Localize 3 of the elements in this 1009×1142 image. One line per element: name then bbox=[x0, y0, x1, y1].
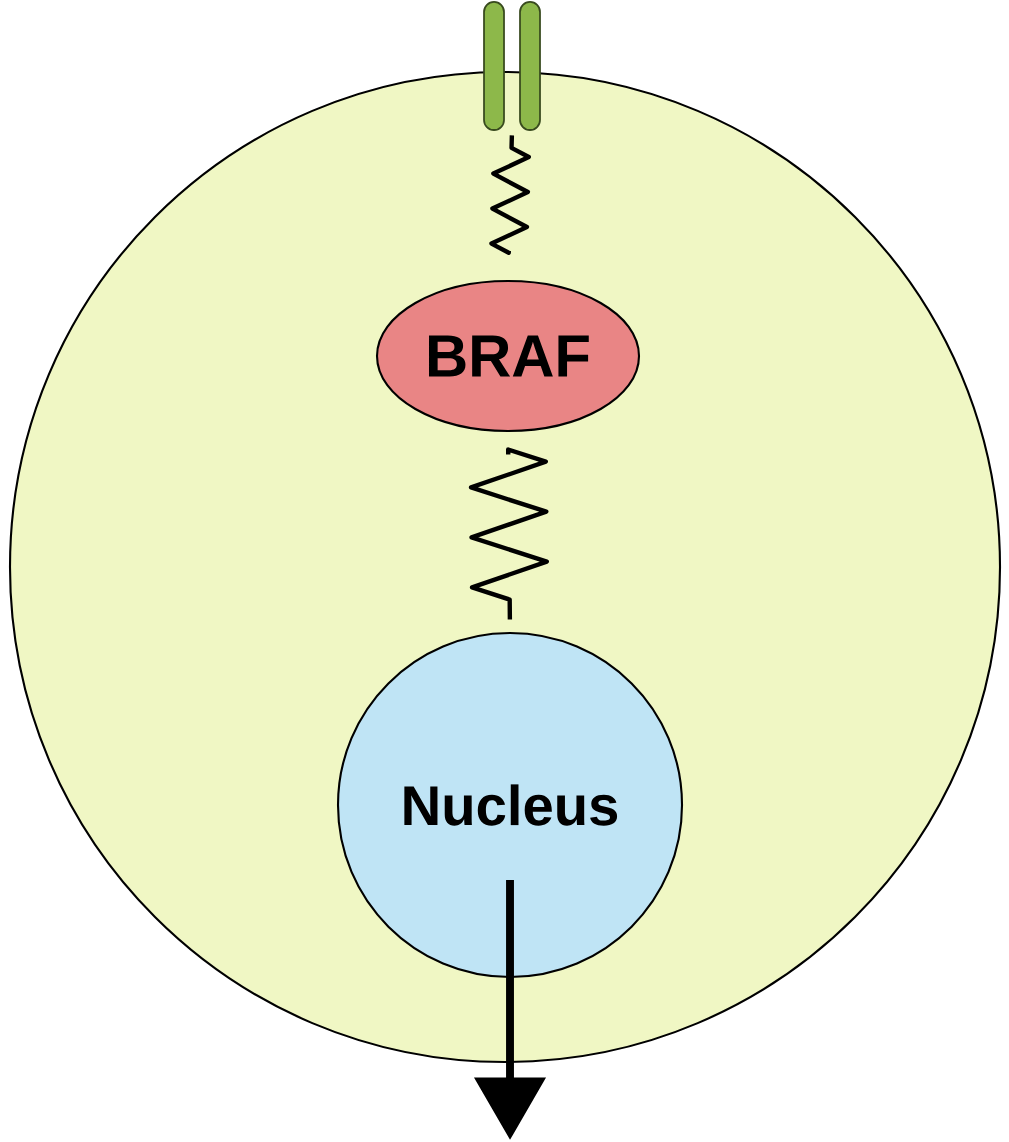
zigzag-connector bbox=[468, 447, 549, 620]
receptor-drawing bbox=[483, 1, 541, 131]
zigzag-connector bbox=[489, 135, 531, 255]
